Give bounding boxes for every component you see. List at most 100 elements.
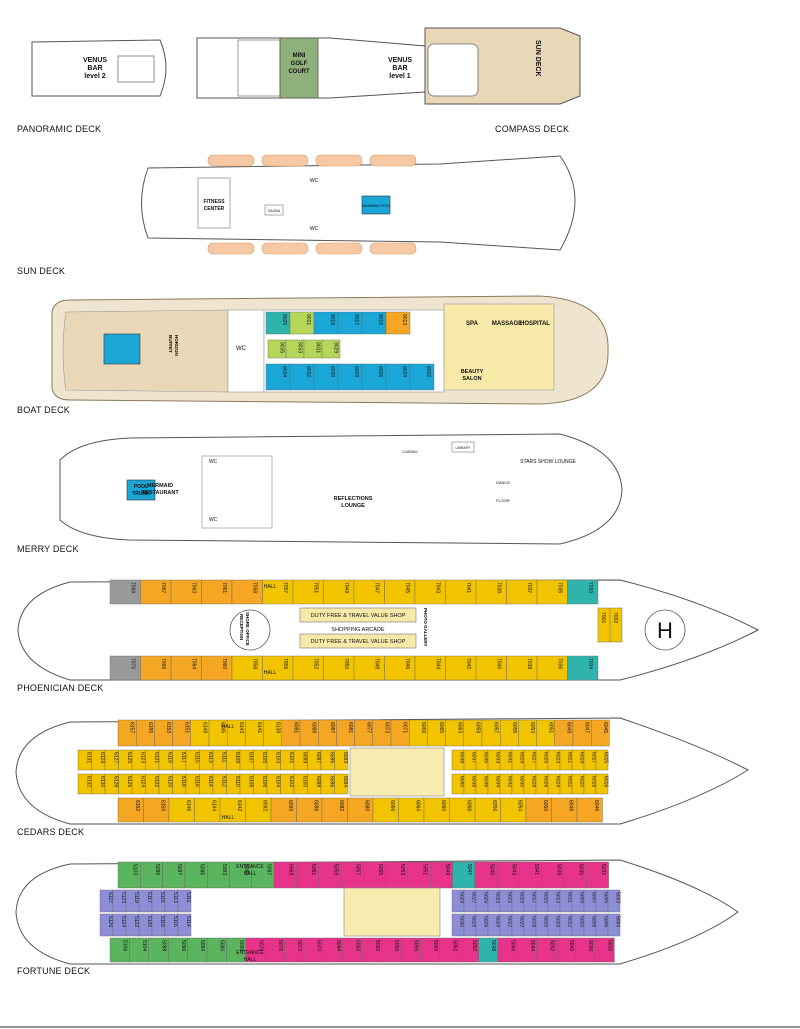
cabin-number-7063: 7063 xyxy=(190,582,196,593)
cabin-number-5006: 5006 xyxy=(602,916,608,927)
deck-label-compass: COMPASS DECK xyxy=(495,124,570,134)
cabin-number-7045: 7045 xyxy=(404,582,410,593)
cabin-number-5010: 5010 xyxy=(578,916,584,927)
cabin-number-6029: 6029 xyxy=(518,752,524,763)
cabin-number-6022: 6022 xyxy=(566,776,572,787)
cabin-number-5115: 5115 xyxy=(159,892,165,903)
stars-lounge-label: STARS SHOW LOUNGE xyxy=(520,459,576,465)
cabin-number-5008: 5008 xyxy=(590,916,596,927)
cabin-number-6032: 6032 xyxy=(506,776,512,787)
cabin-number-5095: 5095 xyxy=(199,864,205,875)
cabin-number-6015: 6015 xyxy=(602,752,608,763)
cabin-number-7067: 7067 xyxy=(160,582,166,593)
cabin-5111 xyxy=(177,889,192,913)
cabin-number-7049: 7049 xyxy=(343,582,349,593)
cabin-number-6056: 6056 xyxy=(491,800,497,811)
cabin-number-7057: 7057 xyxy=(282,582,288,593)
cabin-number-6115: 6115 xyxy=(193,752,199,763)
cabin-number-6103: 6103 xyxy=(274,752,280,763)
cabin-number-6124: 6124 xyxy=(139,776,145,787)
cabin-number-5027: 5027 xyxy=(470,892,476,903)
cabin-7047 xyxy=(353,579,385,605)
cabin-number-6045: 6045 xyxy=(602,722,608,733)
cabin-number-6050: 6050 xyxy=(542,800,548,811)
cabin-7059 xyxy=(231,579,263,605)
mermaid-line1: MERMAID xyxy=(147,483,173,489)
cabin-number-6093: 6093 xyxy=(342,752,348,763)
cabin-number-6054: 6054 xyxy=(516,800,522,811)
cabin-number-5064: 5064 xyxy=(335,940,341,951)
venus-bar-2-line1: VENUS xyxy=(83,57,107,64)
cabin-number-5020: 5020 xyxy=(518,916,524,927)
cabin-9030 xyxy=(313,363,339,391)
cabin-6066 xyxy=(372,797,399,823)
cabin-number-9013: 9013 xyxy=(401,314,407,325)
cabin-number-6153: 6153 xyxy=(165,722,171,733)
cabin-5114 xyxy=(177,913,192,937)
cabin-number-5119: 5119 xyxy=(133,892,139,903)
cabin-number-7039: 7039 xyxy=(495,582,501,593)
wc-sun-top: WC xyxy=(310,178,319,184)
venus-bar-2-line2: BAR xyxy=(87,65,102,72)
mini-golf-line2: GOLF xyxy=(291,61,308,67)
cabin-9022 xyxy=(409,363,435,391)
sun-deck-tag: SUN DECK xyxy=(534,40,541,77)
cabin-number-6155: 6155 xyxy=(147,722,153,733)
cabin-number-7040: 7040 xyxy=(495,658,501,669)
cabin-number-5029: 5029 xyxy=(458,892,464,903)
cabin-6060 xyxy=(423,797,450,823)
sauna-label: SAUNA xyxy=(268,209,281,213)
cabin-5003 xyxy=(607,889,621,913)
cabin-number-5030: 5030 xyxy=(458,916,464,927)
cabin-number-6119: 6119 xyxy=(166,752,172,763)
cabin-number-5096: 5096 xyxy=(180,940,186,951)
cabin-number-6113: 6113 xyxy=(207,752,213,763)
cabin-number-5042: 5042 xyxy=(548,940,554,951)
cabin-number-9017: 9017 xyxy=(353,314,359,325)
cabin-number-6116: 6116 xyxy=(193,776,199,787)
cabin-number-6057: 6057 xyxy=(493,722,499,733)
cabin-number-6132: 6132 xyxy=(85,776,91,787)
cabin-number-5043: 5043 xyxy=(511,864,517,875)
cabin-number-5035: 5035 xyxy=(578,864,584,875)
cabin-7033 xyxy=(567,579,599,605)
cabin-number-9035: 9035 xyxy=(279,342,285,353)
shopping-arcade-label: SHOPPING ARCADE xyxy=(331,627,385,633)
deck-label-fortune: FORTUNE DECK xyxy=(17,966,91,976)
cabin-number-6128: 6128 xyxy=(112,776,118,787)
cabin-number-6129: 6129 xyxy=(99,752,105,763)
cabin-9029 xyxy=(321,339,341,359)
merry-deck: POOL TRUNK MERMAID RESTAURANT WC WC REFL… xyxy=(59,433,623,545)
wc-boat: WC xyxy=(236,346,247,352)
cabin-number-6107: 6107 xyxy=(247,752,253,763)
cabin-5032 xyxy=(594,937,615,963)
hall-phoen-top: HALL xyxy=(264,584,277,590)
cabin-number-5055: 5055 xyxy=(377,864,383,875)
cabin-number-6109: 6109 xyxy=(234,752,240,763)
beauty-line2: SALON xyxy=(462,376,481,382)
cabin-number-6127: 6127 xyxy=(112,752,118,763)
cabin-7050 xyxy=(323,655,355,681)
compass-deck: MINI GOLF COURT VENUS BAR level 1 SUN DE… xyxy=(196,27,581,105)
fitness-line2: CENTER xyxy=(204,206,225,212)
entrance-bot-line2: HALL xyxy=(244,957,257,963)
cabin-7001: 7001 xyxy=(600,612,606,623)
cabin-6152 xyxy=(117,797,144,823)
cabin-number-5057: 5057 xyxy=(355,864,361,875)
cabin-number-6131: 6131 xyxy=(85,752,91,763)
cabin-7056 xyxy=(262,655,294,681)
cabin-number-5015: 5015 xyxy=(542,892,548,903)
cabin-number-6035: 6035 xyxy=(482,752,488,763)
cabin-number-6120: 6120 xyxy=(166,776,172,787)
cabin-number-6038: 6038 xyxy=(470,776,476,787)
cabin-number-5009: 5009 xyxy=(578,892,584,903)
cabin-number-5019: 5019 xyxy=(518,892,524,903)
cabin-7043 xyxy=(414,579,446,605)
cabin-number-5040: 5040 xyxy=(568,940,574,951)
cabin-6094 xyxy=(334,773,349,795)
cabin-6142 xyxy=(219,797,246,823)
cabin-number-7042: 7042 xyxy=(465,658,471,669)
